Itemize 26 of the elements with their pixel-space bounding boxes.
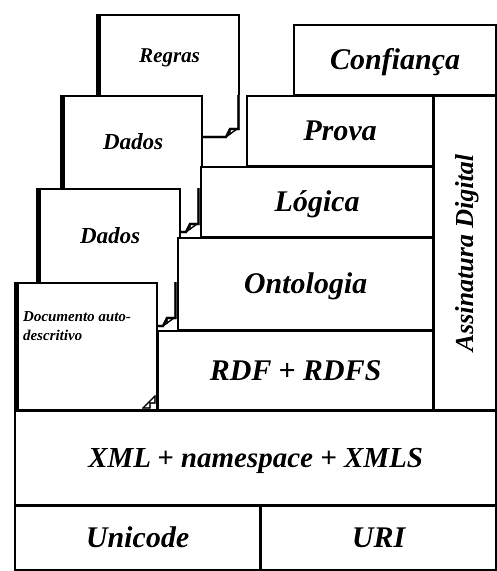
layer-box <box>157 330 434 411</box>
document-page <box>96 14 240 95</box>
layer-label: XML + namespace + XMLS <box>88 440 423 476</box>
layer-label: Prova <box>303 113 377 150</box>
layer-box <box>14 505 261 571</box>
layer-box <box>200 166 434 238</box>
layer-box <box>433 95 497 411</box>
layer-label: Ontologia <box>244 266 368 302</box>
layer-box <box>246 95 434 167</box>
layer-label: Dados <box>102 128 164 156</box>
layer-label: Lógica <box>274 184 360 220</box>
layer-label: Confiança <box>330 42 460 78</box>
document-page <box>14 282 158 411</box>
document-page <box>60 95 203 188</box>
layer-label: Assinatura Digital <box>448 154 480 352</box>
layer-label: RDF + RDFS <box>210 352 382 389</box>
layer-box <box>177 237 434 331</box>
layer-box <box>260 505 497 571</box>
layer-box <box>14 410 497 506</box>
layer-label: URI <box>352 520 406 556</box>
layer-label: Unicode <box>86 520 190 556</box>
layer-box <box>293 24 497 96</box>
layer-label: Regras <box>139 42 200 69</box>
layer-label: Documento auto-descritivo <box>23 308 132 346</box>
layer-label: Dados <box>80 222 140 250</box>
document-page <box>36 188 181 282</box>
